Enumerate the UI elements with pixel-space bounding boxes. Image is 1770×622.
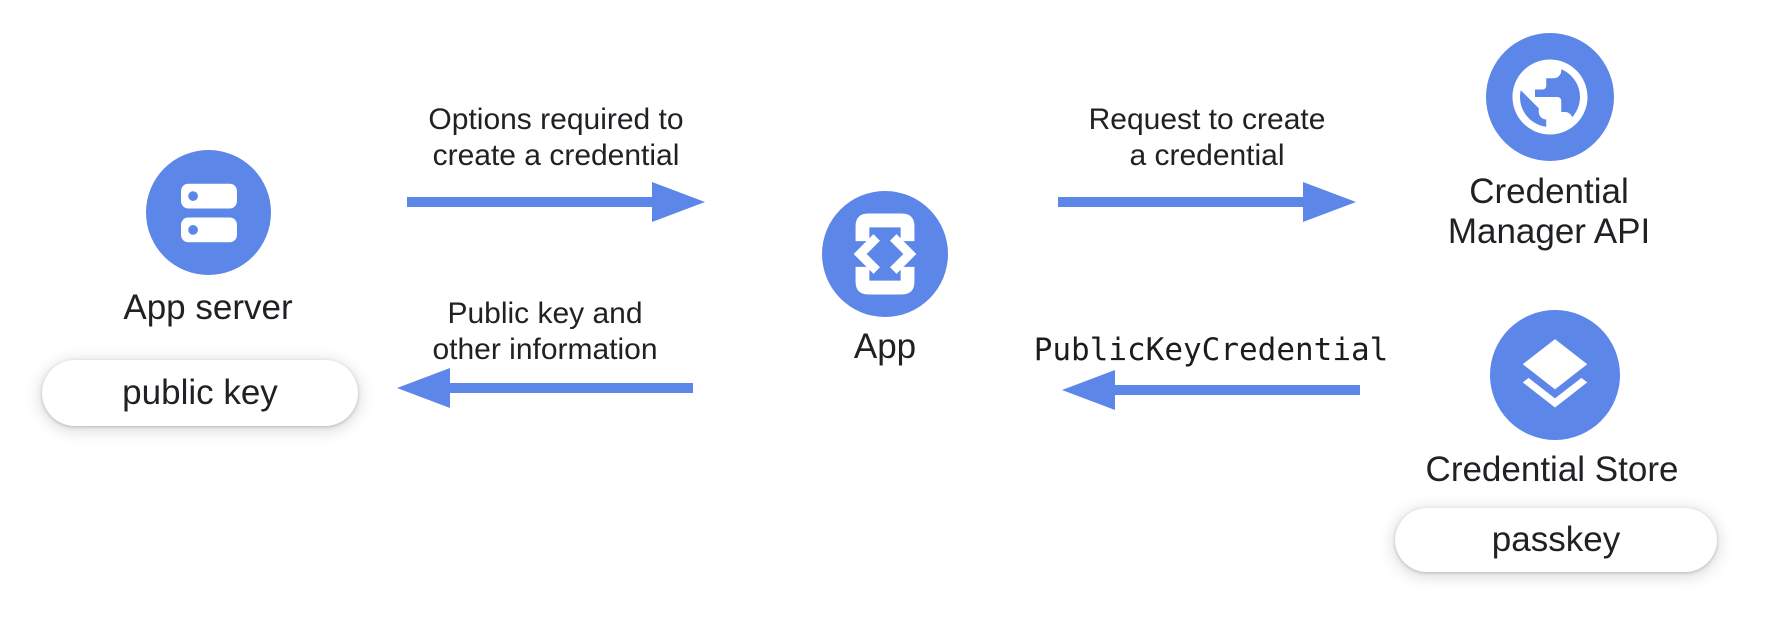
arrow-right-icon bbox=[1058, 182, 1356, 222]
app-server-node bbox=[146, 150, 271, 275]
passkey-pill: passkey bbox=[1395, 508, 1717, 572]
flow-options-to-create-credential: Options required to create a credential bbox=[407, 102, 705, 222]
globe-icon bbox=[1512, 59, 1588, 135]
server-stack-icon bbox=[180, 183, 237, 242]
layers-icon bbox=[1522, 339, 1588, 408]
flow-request-label: Request to create a credential bbox=[1088, 103, 1326, 172]
public-key-pill: public key bbox=[42, 360, 358, 426]
app-server-label: App server bbox=[123, 288, 293, 327]
arrow-left-icon bbox=[397, 368, 693, 408]
credential-store-label: Credential Store bbox=[1425, 450, 1679, 489]
phone-code-icon bbox=[853, 213, 917, 295]
arrow-right-icon bbox=[407, 182, 705, 222]
flow-publickeycredential: PublicKeyCredential bbox=[1033, 332, 1389, 410]
app-label: App bbox=[853, 327, 917, 366]
passkey-pill-label: passkey bbox=[1491, 520, 1621, 559]
public-key-pill-label: public key bbox=[122, 373, 278, 412]
flow-request-to-create-credential: Request to create a credential bbox=[1058, 102, 1356, 222]
credential-store-node bbox=[1490, 310, 1620, 440]
flow-options-label: Options required to create a credential bbox=[428, 103, 684, 172]
flow-public-key-and-other-information: Public key and other information bbox=[397, 296, 693, 408]
flow-public-key-info-label: Public key and other information bbox=[432, 297, 658, 366]
arrow-left-icon bbox=[1062, 370, 1360, 410]
credential-manager-api-node bbox=[1486, 33, 1614, 161]
credential-manager-api-label: Credential Manager API bbox=[1447, 172, 1651, 251]
flow-publickeycredential-label: PublicKeyCredential bbox=[1033, 332, 1389, 368]
app-node bbox=[822, 191, 948, 317]
